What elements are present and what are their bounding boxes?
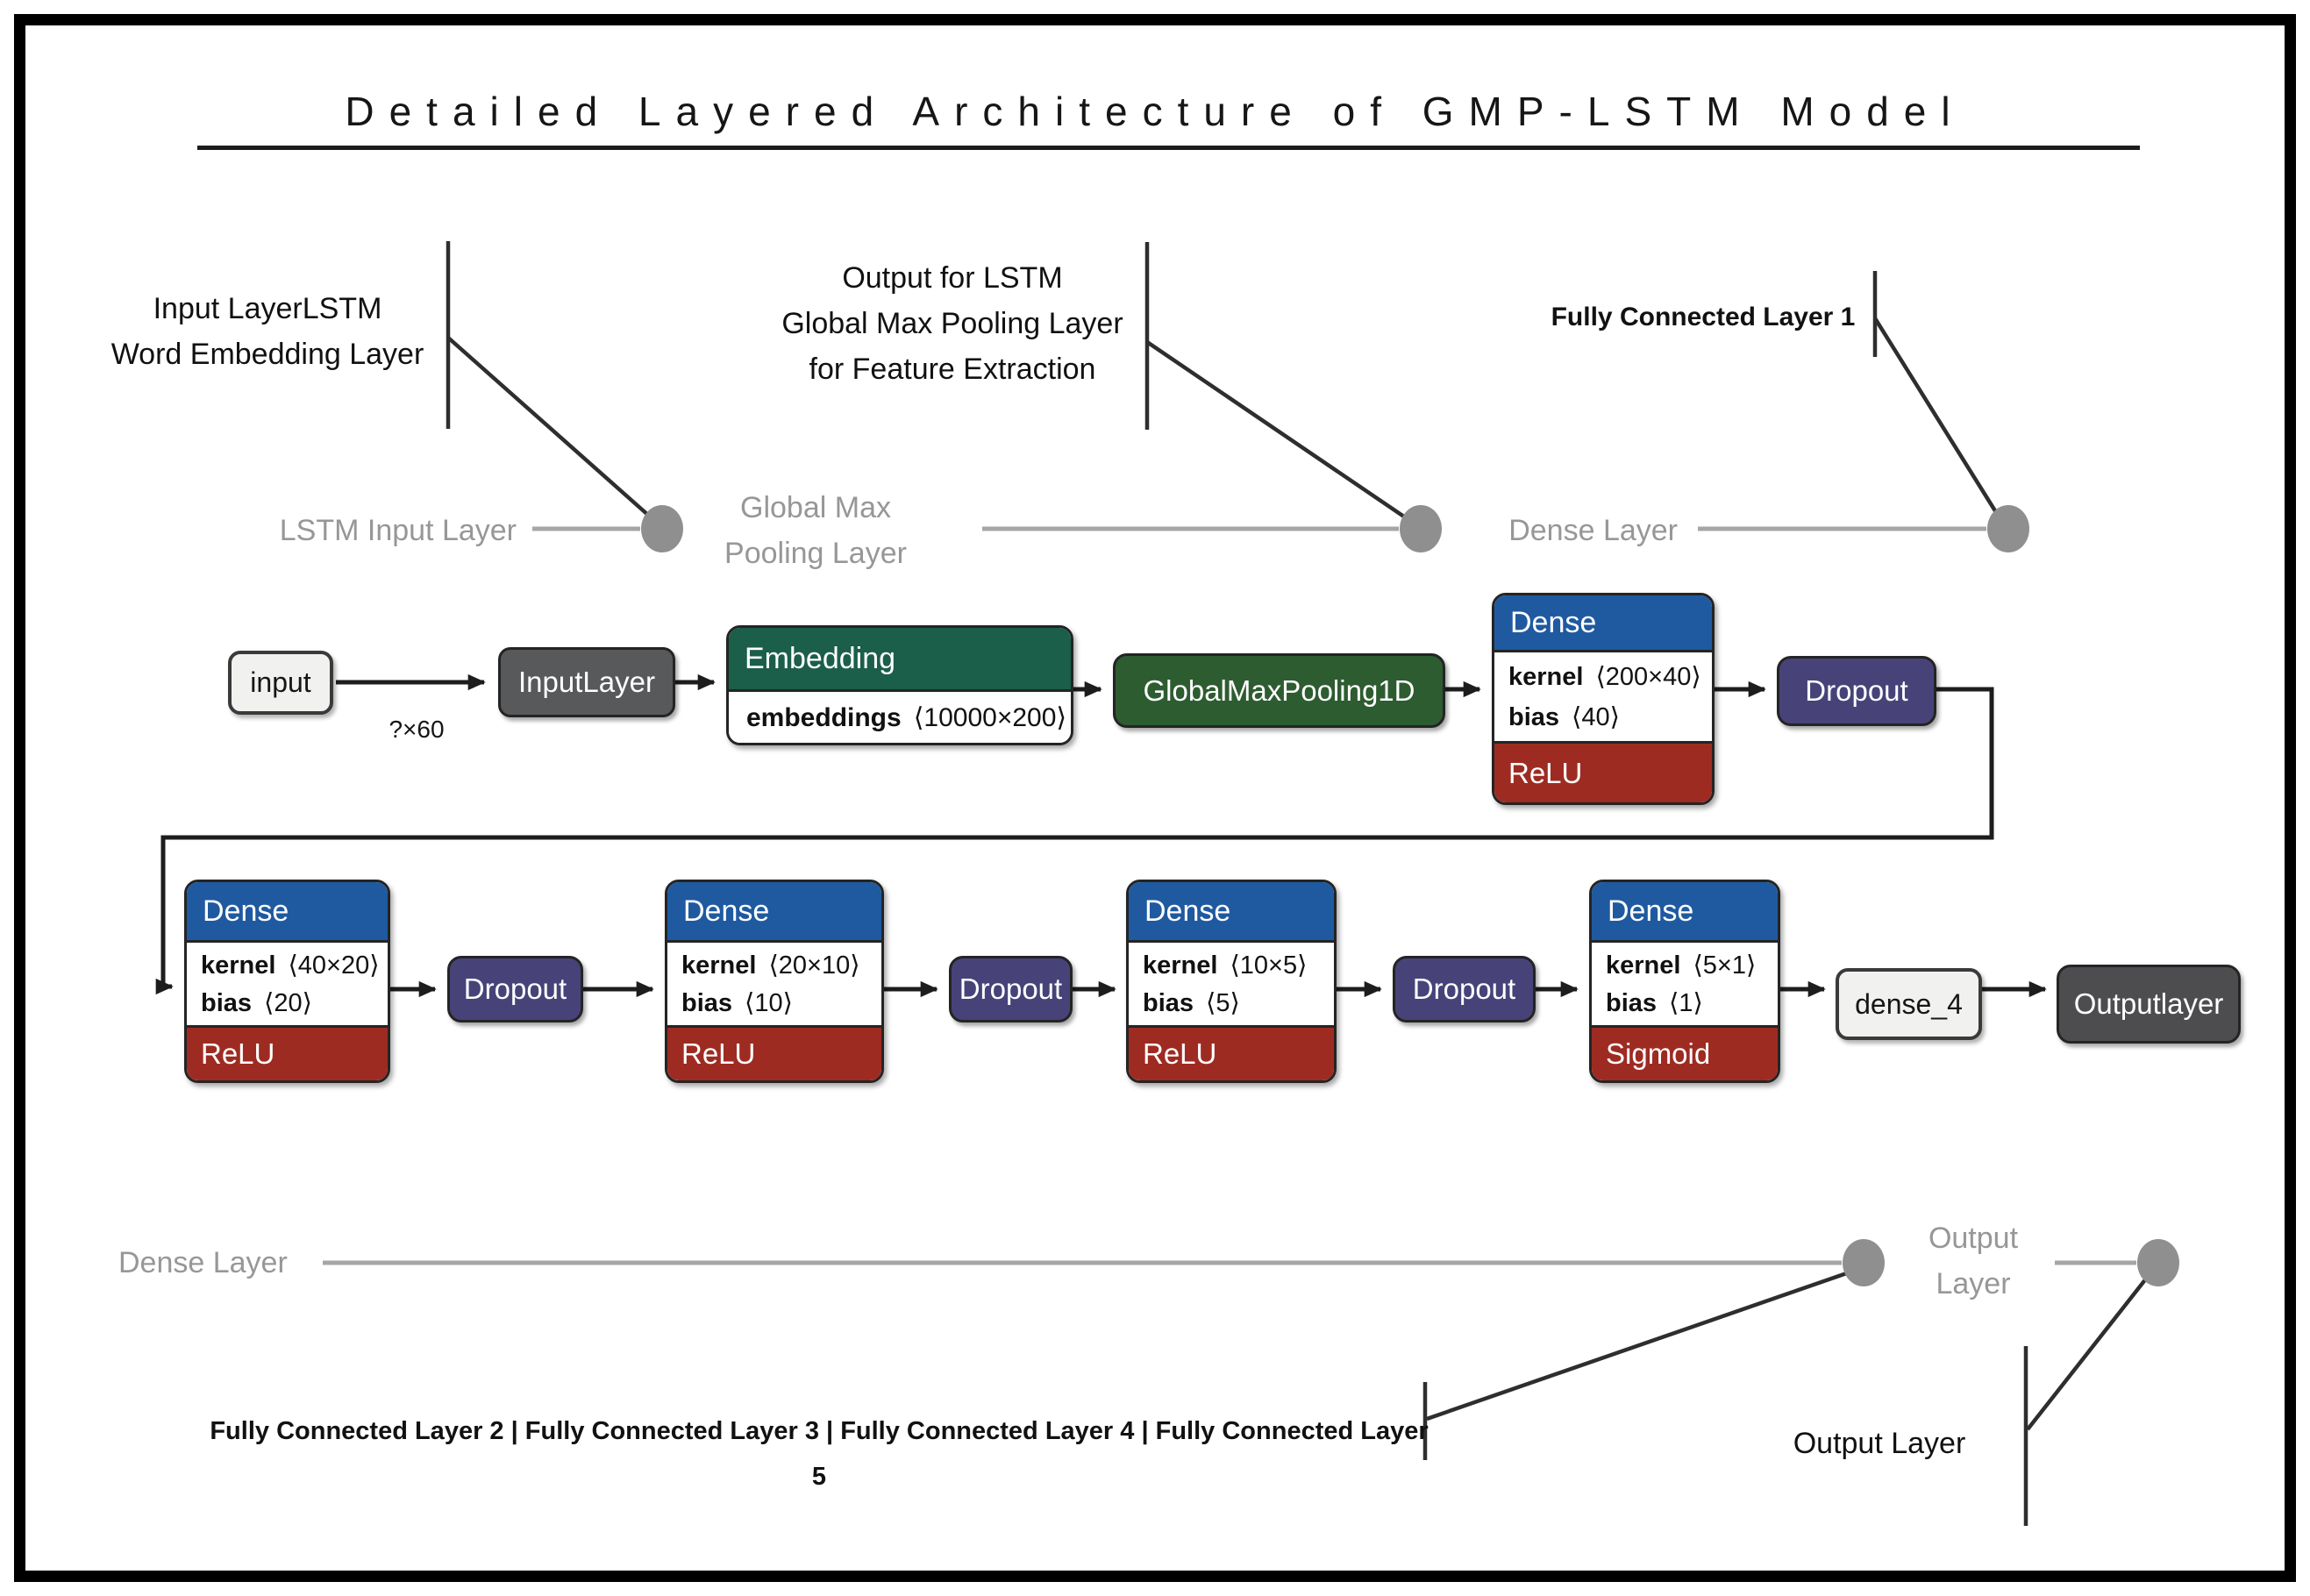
dense-params: kernel ⟨5×1⟩ bias ⟨1⟩ — [1592, 940, 1778, 1028]
kernel-label: kernel — [1143, 951, 1218, 980]
dot-gmp — [1400, 505, 1442, 552]
node-globalmaxpooling1d: GlobalMaxPooling1D — [1113, 653, 1445, 728]
kernel-label: kernel — [681, 951, 757, 980]
kernel-row: kernel ⟨10×5⟩ — [1143, 950, 1334, 980]
bias-row: bias ⟨40⟩ — [1508, 702, 1712, 732]
edge-label-input-shape: ?×60 — [389, 716, 445, 743]
node-dropout-2: Dropout — [447, 956, 583, 1022]
annotation-gmp: Output for LSTM Global Max Pooling Layer… — [707, 255, 1198, 392]
callout-diag-fc1 — [1873, 317, 2005, 525]
kernel-value: ⟨20×10⟩ — [768, 951, 860, 980]
bias-row: bias ⟨20⟩ — [201, 987, 388, 1018]
activation-label: ReLU — [187, 1028, 388, 1080]
dense-params: kernel ⟨10×5⟩ bias ⟨5⟩ — [1129, 940, 1334, 1028]
annotation-output-layer: Output Layer — [1793, 1427, 1966, 1460]
bias-label: bias — [201, 989, 253, 1017]
activation-label: ReLU — [1494, 744, 1712, 802]
embedding-params: embeddings ⟨10000×200⟩ — [729, 689, 1071, 743]
label-dense-layer-bottom: Dense Layer — [118, 1246, 288, 1279]
callout-diag-input-embedding — [446, 336, 659, 525]
kernel-value: ⟨5×1⟩ — [1693, 951, 1757, 980]
kernel-row: kernel ⟨5×1⟩ — [1606, 950, 1778, 980]
dense-params: kernel ⟨200×40⟩ bias ⟨40⟩ — [1494, 650, 1712, 744]
bias-value: ⟨5⟩ — [1206, 989, 1240, 1017]
annotation-input-embedding: Input LayerLSTM Word Embedding Layer — [22, 286, 513, 377]
bias-value: ⟨1⟩ — [1669, 989, 1703, 1017]
label-line: Pooling Layer — [724, 537, 907, 570]
label-line: Output — [1928, 1222, 2019, 1255]
callout-diag-output — [2026, 1268, 2155, 1431]
bias-row: bias ⟨5⟩ — [1143, 987, 1334, 1018]
dot-output — [2137, 1239, 2179, 1286]
dense-params: kernel ⟨40×20⟩ bias ⟨20⟩ — [187, 940, 388, 1028]
annotation-line: Output for LSTM — [842, 261, 1063, 295]
dense-params: kernel ⟨20×10⟩ bias ⟨10⟩ — [667, 940, 881, 1028]
node-dense-4: dense_4 — [1836, 968, 1982, 1040]
node-dense-fc1: Dense kernel ⟨200×40⟩ bias ⟨40⟩ ReLU — [1492, 593, 1715, 805]
label-line: Layer — [1936, 1267, 2011, 1300]
page-title: Detailed Layered Architecture of GMP-LST… — [345, 89, 1965, 134]
bias-label: bias — [1143, 989, 1194, 1017]
title-underline — [197, 146, 2140, 150]
kernel-value: ⟨40×20⟩ — [288, 951, 380, 980]
kernel-row: kernel ⟨40×20⟩ — [201, 950, 388, 980]
kernel-row: kernel ⟨20×10⟩ — [681, 950, 881, 980]
label-output-layer-gray: Output Layer — [1886, 1215, 2061, 1307]
kernel-label: kernel — [1508, 663, 1584, 692]
node-dense-fc3: Dense kernel ⟨20×10⟩ bias ⟨10⟩ ReLU — [665, 880, 884, 1083]
dense-title: Dense — [1129, 882, 1334, 940]
bias-row: bias ⟨1⟩ — [1606, 987, 1778, 1018]
label-lstm-input-layer: LSTM Input Layer — [279, 514, 517, 547]
callout-diag-gmp — [1145, 340, 1417, 526]
node-embedding: Embedding embeddings ⟨10000×200⟩ — [726, 625, 1073, 745]
kernel-value: ⟨10×5⟩ — [1230, 951, 1308, 980]
node-input: input — [228, 651, 333, 715]
kernel-label: kernel — [201, 951, 276, 980]
node-dense-fc5: Dense kernel ⟨5×1⟩ bias ⟨1⟩ Sigmoid — [1589, 880, 1780, 1083]
dense-title: Dense — [187, 882, 388, 940]
activation-label: ReLU — [1129, 1028, 1334, 1080]
dense-title: Dense — [1592, 882, 1778, 940]
activation-label: ReLU — [667, 1028, 881, 1080]
bias-label: bias — [681, 989, 733, 1017]
node-dropout-4: Dropout — [1393, 956, 1536, 1022]
bias-value: ⟨10⟩ — [745, 989, 793, 1017]
kernel-value: ⟨200×40⟩ — [1595, 663, 1701, 692]
node-inputlayer: InputLayer — [498, 647, 675, 717]
embedding-title: Embedding — [729, 628, 1071, 689]
annotation-line: Input LayerLSTM — [153, 292, 382, 325]
param-value: ⟨10000×200⟩ — [913, 702, 1067, 732]
annotation-fc1: Fully Connected Layer 1 — [1551, 303, 1856, 331]
dot-dense-top — [1987, 505, 2029, 552]
dense-title: Dense — [1494, 595, 1712, 650]
node-dropout-1: Dropout — [1777, 656, 1936, 726]
label-global-max-pooling: Global Max Pooling Layer — [684, 485, 947, 576]
bias-row: bias ⟨10⟩ — [681, 987, 881, 1018]
dense-title: Dense — [667, 882, 881, 940]
annotation-line: Word Embedding Layer — [111, 338, 424, 371]
node-dense-fc2: Dense kernel ⟨40×20⟩ bias ⟨20⟩ ReLU — [184, 880, 390, 1083]
label-dense-layer-top: Dense Layer — [1508, 514, 1678, 547]
param-label: embeddings — [746, 702, 902, 732]
bias-value: ⟨20⟩ — [264, 989, 312, 1017]
annotation-line: Global Max Pooling Layer — [781, 307, 1123, 340]
callout-diag-fc-group — [1426, 1266, 1860, 1421]
embedding-shape-row: embeddings ⟨10000×200⟩ — [746, 702, 1071, 733]
node-outputlayer: Outputlayer — [2057, 965, 2241, 1044]
node-dense-fc4: Dense kernel ⟨10×5⟩ bias ⟨5⟩ ReLU — [1126, 880, 1337, 1083]
bias-value: ⟨40⟩ — [1572, 702, 1620, 731]
label-line: Global Max — [740, 491, 891, 524]
bias-label: bias — [1606, 989, 1658, 1017]
dot-lstm-input — [641, 505, 683, 552]
kernel-row: kernel ⟨200×40⟩ — [1508, 661, 1712, 692]
activation-label: Sigmoid — [1592, 1028, 1778, 1080]
elbow-dropout1-to-dense2 — [155, 687, 1994, 995]
kernel-label: kernel — [1606, 951, 1681, 980]
bias-label: bias — [1508, 702, 1560, 731]
node-dropout-3: Dropout — [949, 956, 1073, 1022]
dot-dense-bottom — [1843, 1239, 1885, 1286]
annotation-line: for Feature Extraction — [809, 353, 1096, 386]
annotation-fc-group: Fully Connected Layer 2 | Fully Connecte… — [210, 1417, 1429, 1491]
